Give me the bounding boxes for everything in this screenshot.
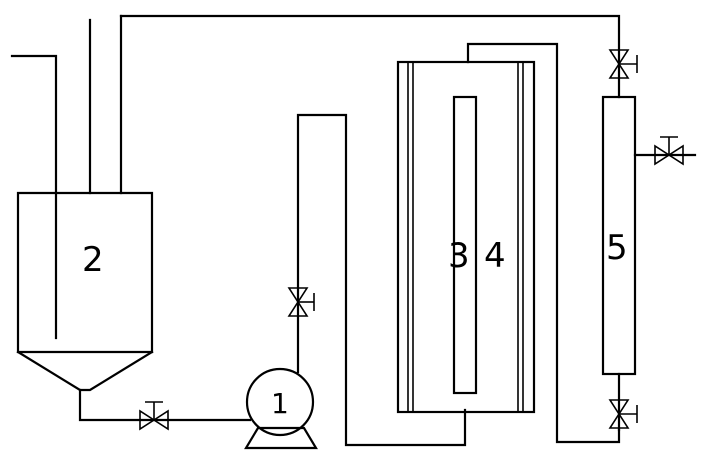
dip-pipe — [10, 54, 58, 340]
pump — [244, 367, 318, 450]
pump-discharge-pipe — [296, 113, 467, 447]
pump-label: 1 — [271, 387, 289, 420]
valve-column-side[interactable] — [654, 136, 684, 166]
column-return-pipe — [119, 14, 621, 99]
valve-column-top[interactable] — [608, 49, 638, 79]
reactor-to-column-pipe — [466, 42, 621, 444]
outer-tube — [396, 60, 536, 414]
inner-tube-label: 3 — [448, 236, 470, 276]
outer-tube-label: 4 — [484, 236, 506, 276]
tank-label: 2 — [82, 240, 104, 280]
valve-column-bottom[interactable] — [608, 399, 638, 429]
valve-pump-discharge[interactable] — [287, 287, 315, 317]
tank-outlet-pipe — [78, 388, 252, 422]
inner-tube — [452, 95, 478, 395]
column-label: 5 — [606, 228, 628, 268]
tank — [10, 14, 154, 392]
valve-tank-outlet[interactable] — [139, 401, 169, 431]
